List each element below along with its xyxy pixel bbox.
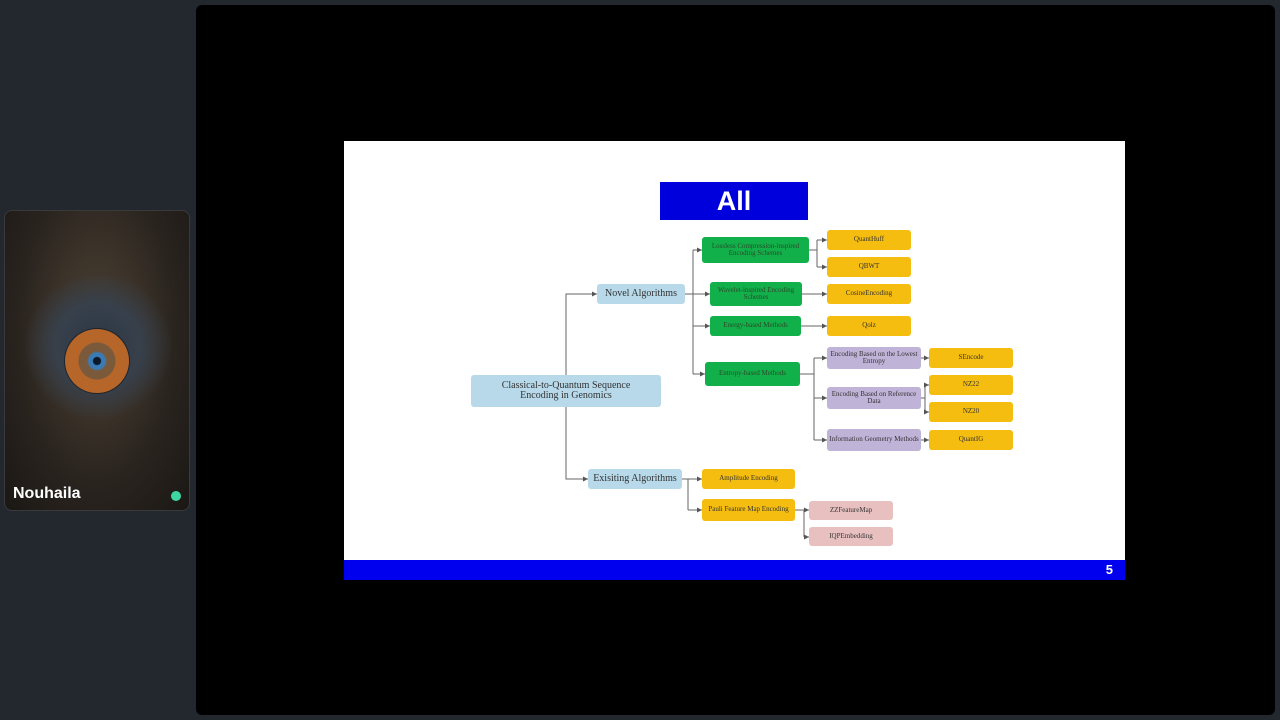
node-nz20: NZ20 bbox=[929, 402, 1013, 422]
status-indicator-icon bbox=[171, 491, 181, 501]
participant-name: Nouhaila bbox=[13, 485, 81, 503]
node-energy-based: Energy-based Methods bbox=[710, 316, 801, 336]
node-iqpembedding: IQPEmbedding bbox=[809, 527, 893, 546]
participants-sidebar: Nouhaila bbox=[0, 0, 196, 720]
node-lowest-entropy: Encoding Based on the Lowest Entropy bbox=[827, 347, 921, 369]
node-existing-algorithms: Exisiting Algorithms bbox=[588, 469, 682, 489]
node-lossless-compression: Lossless Compression-inspired Encoding S… bbox=[702, 237, 809, 263]
slide-footer-bar: 5 bbox=[344, 560, 1125, 580]
avatar bbox=[65, 329, 129, 393]
participant-tile[interactable]: Nouhaila bbox=[4, 210, 190, 511]
node-cosine-encoding: CosineEncoding bbox=[827, 284, 911, 304]
node-quantig: QuantIG bbox=[929, 430, 1013, 450]
node-information-geometry: Information Geometry Methods bbox=[827, 429, 921, 451]
node-root: Classical-to-Quantum Sequence Encoding i… bbox=[471, 375, 661, 407]
node-entropy-based: Entropy-based Methods bbox=[705, 362, 800, 386]
node-reference-data: Encoding Based on Reference Data bbox=[827, 387, 921, 409]
page-number: 5 bbox=[1106, 560, 1113, 580]
node-novel-algorithms: Novel Algorithms bbox=[597, 284, 685, 304]
presentation-slide: All Methods bbox=[344, 141, 1125, 580]
node-qbwt: QBWT bbox=[827, 257, 911, 277]
node-wavelet: Wavelet-inspired Encoding Schemes bbox=[710, 282, 802, 306]
node-nz22: NZ22 bbox=[929, 375, 1013, 395]
node-zzfeaturemap: ZZFeatureMap bbox=[809, 501, 893, 520]
node-sencode: SEncode bbox=[929, 348, 1013, 368]
node-amplitude-encoding: Amplitude Encoding bbox=[702, 469, 795, 489]
node-quanthuff: QuantHuff bbox=[827, 230, 911, 250]
node-pauli-feature-map: Pauli Feature Map Encoding bbox=[702, 499, 795, 521]
node-qolz: Qolz bbox=[827, 316, 911, 336]
